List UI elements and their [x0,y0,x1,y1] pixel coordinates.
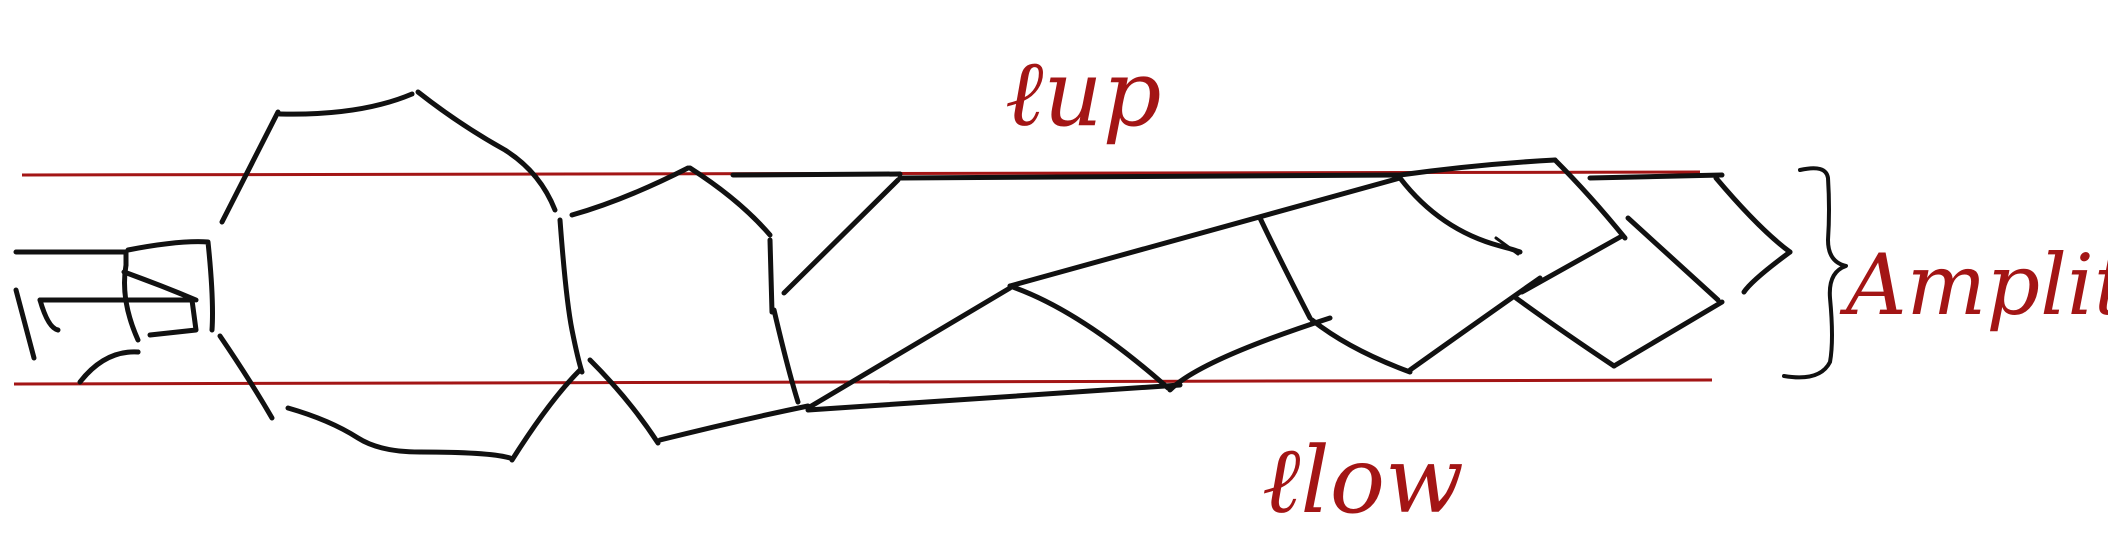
amplitude-brace [1784,168,1846,377]
lower-limit-line [14,380,1712,384]
signal-trace [16,92,1790,460]
amplitude-label: Amplitude [1839,236,2108,334]
lower-limit-label: ℓlow [1262,427,1464,534]
upper-limit-label: ℓup [1005,40,1161,147]
